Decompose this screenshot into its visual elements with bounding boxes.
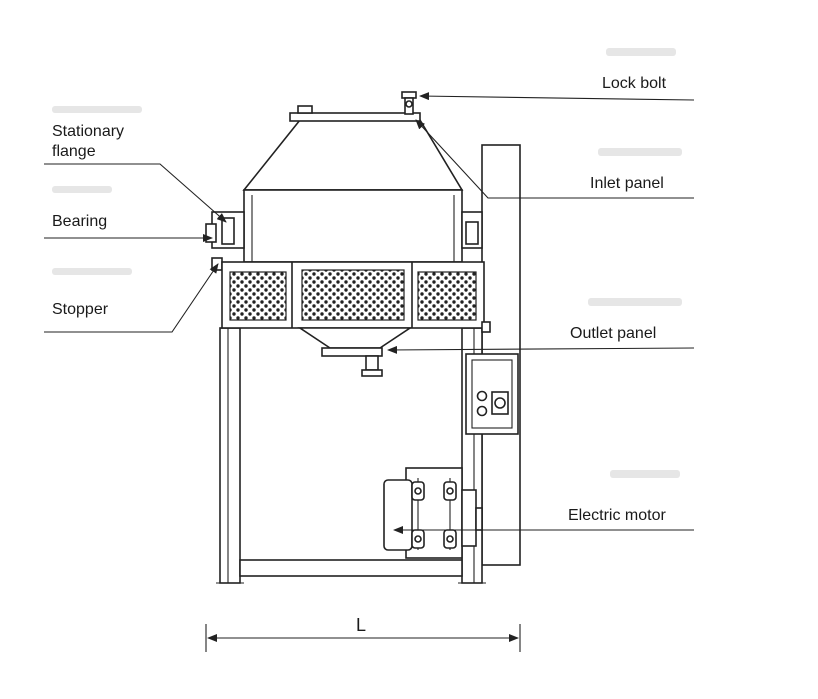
control-knob-bottom [476, 405, 488, 417]
label-inlet-panel: Inlet panel [590, 175, 664, 192]
inlet-plate [289, 112, 421, 122]
label-length: L [356, 615, 366, 635]
right-bearing-part [461, 211, 483, 249]
frame-bottom-bar [239, 559, 463, 577]
outlet-funnel [297, 327, 413, 349]
lock-bolt-part [401, 91, 417, 115]
label-lock-bolt: Lock bolt [602, 75, 667, 92]
perforated-panel-center [301, 269, 405, 321]
label-bearing: Bearing [52, 213, 107, 230]
leader-lock-bolt [419, 92, 695, 101]
label-electric-motor: Electric motor [568, 507, 666, 524]
label-stopper: Stopper [52, 301, 109, 318]
leader-outlet-panel [387, 345, 695, 354]
leader-stopper [44, 263, 219, 333]
electric-motor-part [383, 467, 483, 559]
leader-lines [44, 92, 695, 534]
label-stationary-flange-line2: flange [52, 143, 96, 160]
perforated-panel-left [229, 271, 287, 321]
leader-stationary-flange [44, 163, 227, 223]
machine-body [205, 91, 521, 584]
hopper-body [243, 189, 463, 263]
hopper-cone [242, 119, 464, 191]
label-outlet-panel: Outlet panel [570, 325, 656, 342]
label-stationary-flange-line1: Stationary [52, 123, 124, 140]
perforated-panel-right [417, 271, 477, 321]
leader-inlet-panel [415, 119, 694, 199]
ghost-marks [52, 48, 682, 478]
control-knob-top [476, 390, 488, 402]
dimension-length [205, 624, 521, 652]
outlet-valve [321, 347, 383, 357]
frame-left-leg [219, 327, 241, 584]
